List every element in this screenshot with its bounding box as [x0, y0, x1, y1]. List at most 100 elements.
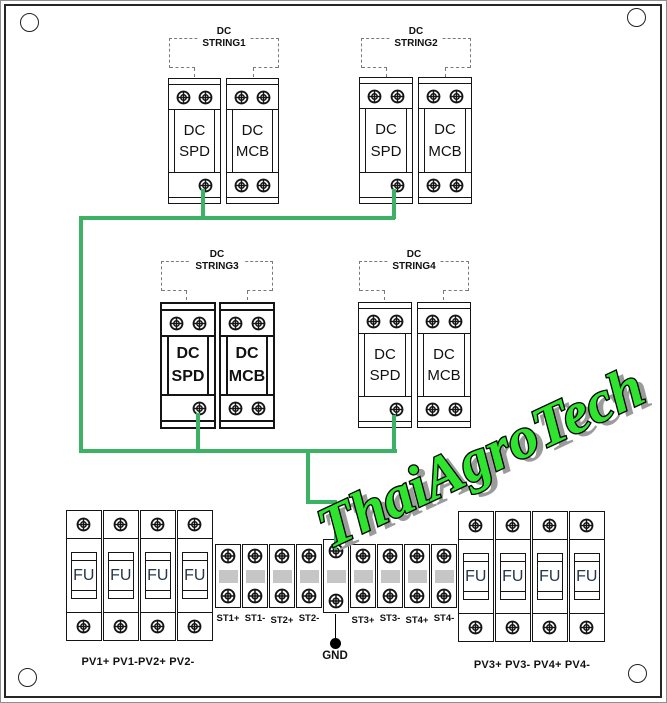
screw-terminal-icon [579, 620, 594, 635]
screw-terminal-icon [436, 588, 452, 604]
screw-terminal-icon [187, 619, 202, 634]
gnd-wire [334, 614, 337, 641]
wire-spd3-drop [196, 413, 200, 451]
terminal-label: ST3+ [351, 615, 375, 626]
terminal-block [404, 544, 430, 608]
screw-terminal-icon [426, 89, 441, 104]
screw-terminal-icon [425, 314, 440, 329]
screw-terminal-icon [251, 401, 266, 416]
screw-terminal-icon [192, 316, 207, 331]
fuse-holder: FU [177, 510, 213, 641]
terminal-block [215, 544, 241, 608]
screw-terminal-icon [409, 588, 425, 604]
wire-left-riser [79, 216, 83, 453]
terminal-block [296, 544, 322, 608]
fuse-holder: FU [569, 511, 605, 642]
screw-terminal-icon [328, 593, 344, 609]
screw-terminal-icon [542, 620, 557, 635]
screw-terminal-icon [247, 548, 263, 564]
wire-gnd-vertical [306, 449, 310, 504]
screw-terminal-icon [505, 620, 520, 635]
screw-terminal-icon [436, 548, 452, 564]
screw-terminal-icon [113, 619, 128, 634]
mounting-hole-top-right [627, 8, 646, 27]
screw-terminal-icon [449, 89, 464, 104]
screw-terminal-icon [355, 548, 371, 564]
fuse-holder: FU [140, 510, 176, 641]
terminal-block [350, 544, 376, 608]
wire-gnd-to-terminal [334, 500, 337, 550]
screw-terminal-icon [169, 316, 184, 331]
screw-terminal-icon [449, 178, 464, 193]
screw-terminal-icon [76, 619, 91, 634]
screw-terminal-icon [542, 518, 557, 533]
wire-spd1-drop [201, 189, 205, 219]
screw-terminal-icon [274, 588, 290, 604]
fuse-holder: FU [458, 511, 494, 642]
screw-terminal-icon [355, 588, 371, 604]
terminal-block [242, 544, 268, 608]
screw-terminal-icon [426, 178, 441, 193]
screw-terminal-icon [274, 548, 290, 564]
screw-terminal-icon [448, 314, 463, 329]
mounting-hole-bottom-right [628, 664, 647, 683]
terminal-label: ST2- [298, 613, 320, 624]
screw-terminal-icon [256, 178, 271, 193]
screw-terminal-icon [150, 517, 165, 532]
fuse-holder: FU [103, 510, 139, 641]
screw-terminal-icon [505, 518, 520, 533]
caption-pv1-pv2: PV1+ PV1-PV2+ PV2- [81, 656, 195, 668]
screw-terminal-icon [301, 588, 317, 604]
screw-terminal-icon [228, 316, 243, 331]
screw-terminal-icon [382, 548, 398, 564]
fuse-holder: FU [66, 510, 102, 641]
terminal-block [431, 544, 457, 608]
screw-terminal-icon [390, 89, 405, 104]
screw-terminal-icon [448, 402, 463, 417]
terminal-label: ST1+ [216, 613, 240, 624]
fuse-holder: FU [532, 511, 568, 642]
terminal-label: ST4- [433, 613, 455, 624]
screw-terminal-icon [176, 90, 191, 105]
screw-terminal-icon [234, 90, 249, 105]
wire-spd4-drop [392, 415, 396, 451]
screw-terminal-icon [389, 314, 404, 329]
screw-terminal-icon [247, 588, 263, 604]
screw-terminal-icon [366, 314, 381, 329]
screw-terminal-icon [367, 89, 382, 104]
fuse-group-right: FU FU FU FU [458, 511, 605, 642]
screw-terminal-icon [76, 517, 91, 532]
screw-terminal-icon [409, 548, 425, 564]
wire-spd2-drop [392, 189, 396, 219]
screw-terminal-icon [150, 619, 165, 634]
gnd-dot [330, 638, 341, 649]
terminal-block [269, 544, 295, 608]
screw-terminal-icon [187, 517, 202, 532]
terminal-block [377, 544, 403, 608]
fuse-holder: FU [495, 511, 531, 642]
mounting-hole-top-left [20, 13, 39, 32]
screw-terminal-icon [198, 90, 213, 105]
screw-terminal-icon [579, 518, 594, 533]
